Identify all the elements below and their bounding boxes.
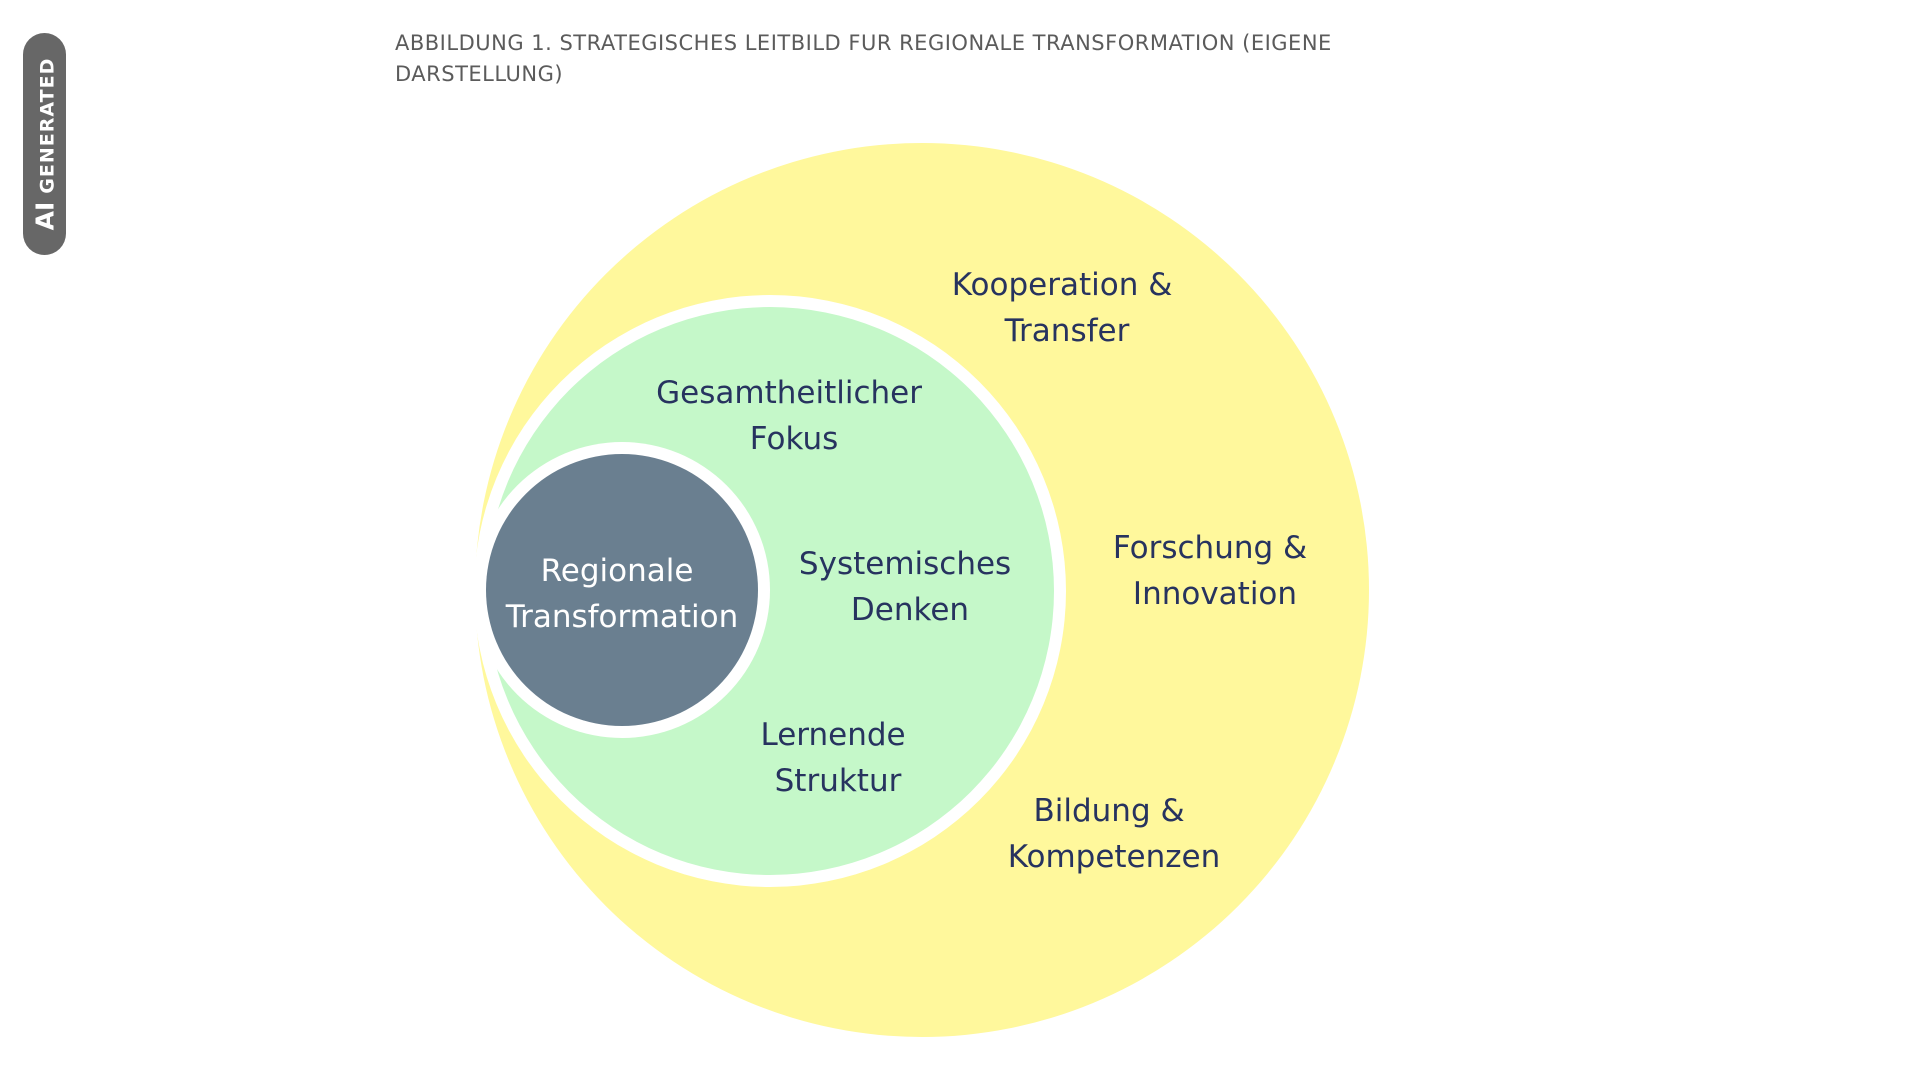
figure-title: ABBILDUNG 1. STRATEGISCHES LEITBILD FUR …	[395, 28, 1375, 90]
figure-title-line-1: ABBILDUNG 1. STRATEGISCHES LEITBILD FUR …	[395, 31, 1332, 55]
outer-label-education: Bildung & Kompetenzen	[1008, 793, 1221, 875]
ai-generated-badge: AIGENERATED	[23, 33, 66, 255]
outer-label-cooperation: Kooperation & Transfer	[952, 267, 1182, 349]
middle-label-learning-structure: Lernende Struktur	[761, 717, 916, 799]
middle-label-holistic-focus: Gesamtheitlicher Fokus	[656, 375, 932, 457]
figure-title-line-2: DARSTELLUNG)	[395, 62, 564, 86]
center-label-regional-transformation: Regionale Transformation	[505, 553, 739, 635]
outer-label-research: Forschung & Innovation	[1113, 530, 1317, 612]
middle-label-systemic-thinking: Systemisches Denken	[799, 546, 1021, 628]
inner-circle	[486, 454, 758, 726]
